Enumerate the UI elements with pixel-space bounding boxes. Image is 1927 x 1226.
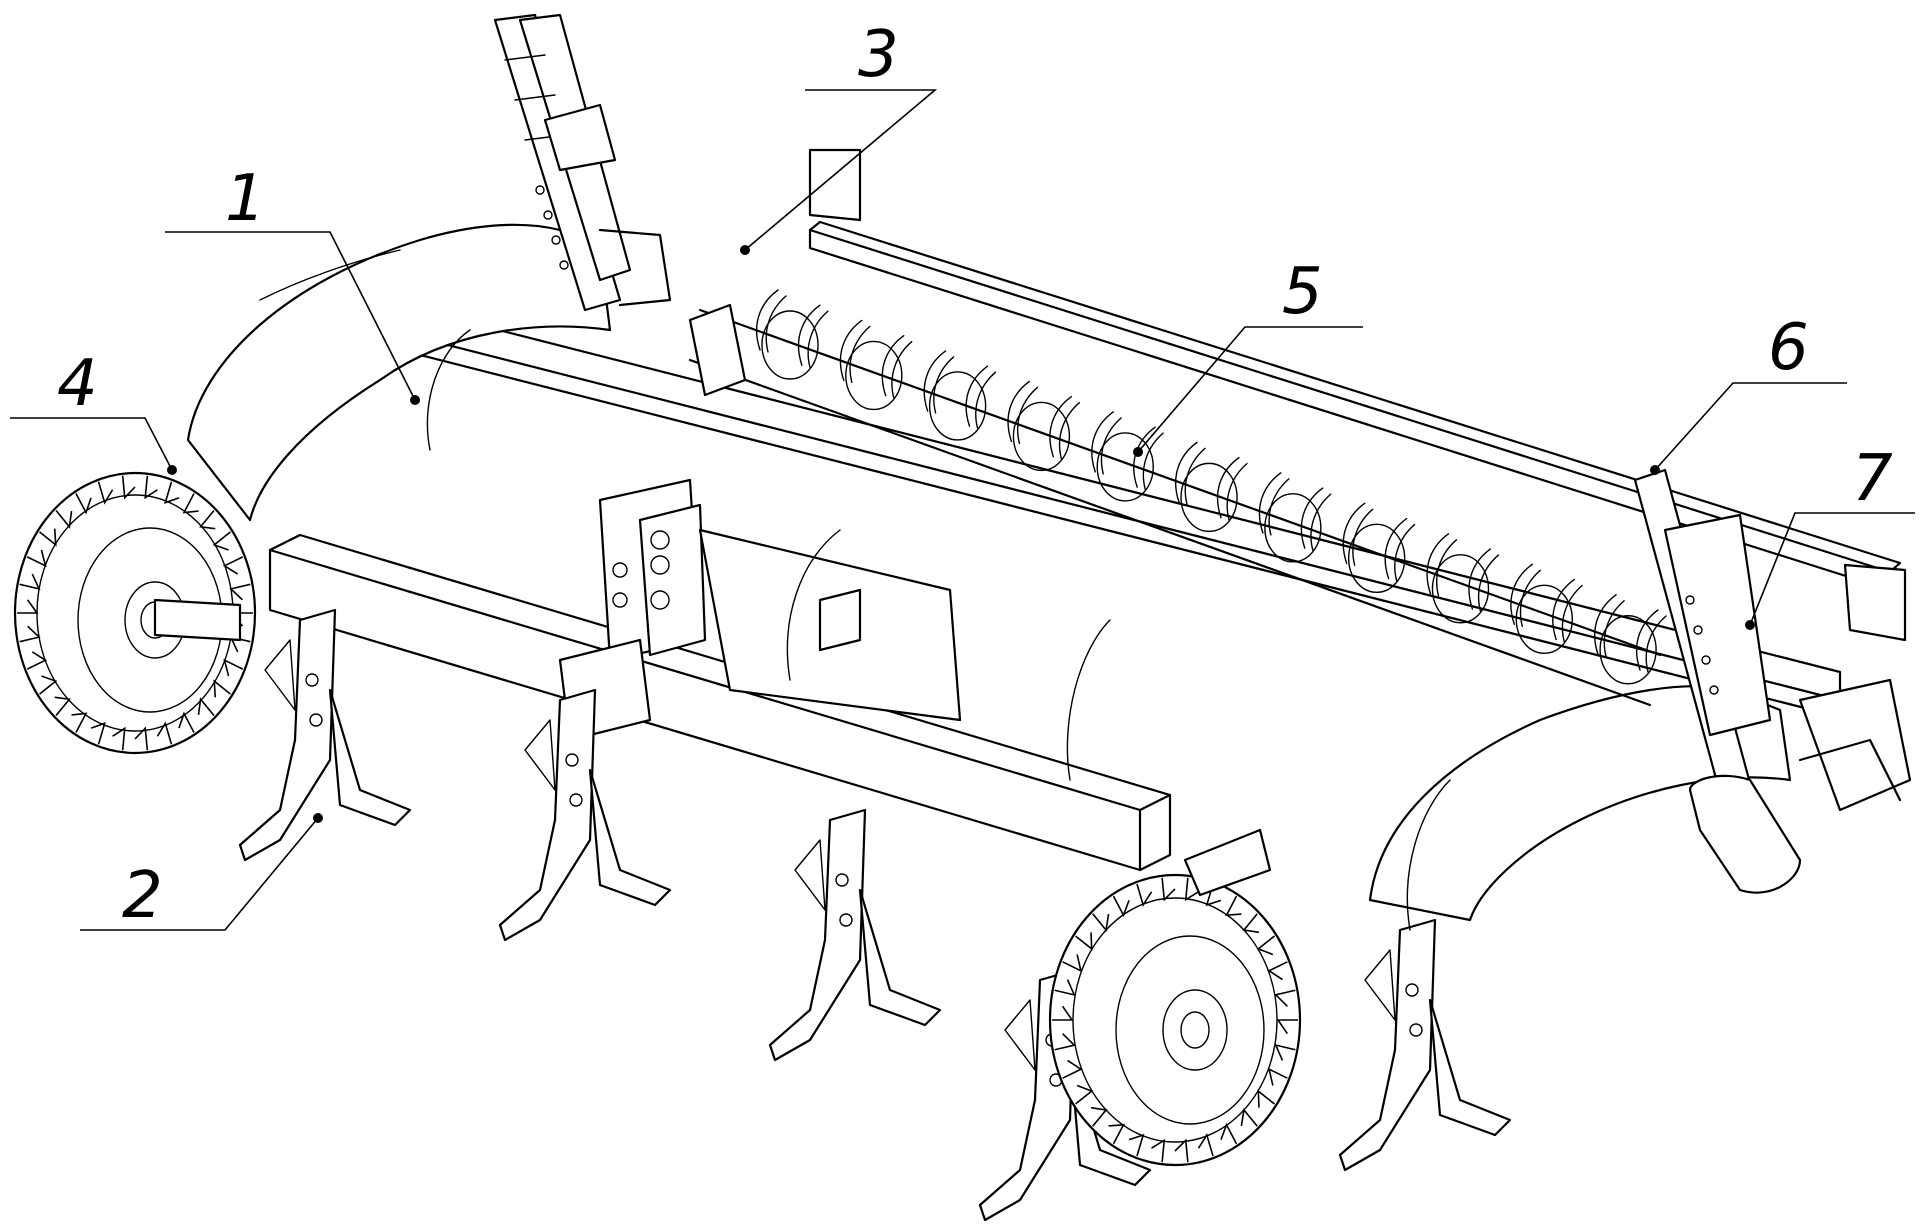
callout-3: 3 (858, 18, 899, 92)
depth-adjuster-left (493, 13, 672, 312)
right-wheel (1048, 828, 1302, 1167)
callout-leaders (10, 89, 1915, 931)
callout-7: 7 (1852, 442, 1893, 516)
callout-4: 4 (57, 347, 98, 421)
callout-numbers: 1 2 3 4 5 6 7 (57, 18, 1893, 933)
left-wheel (13, 471, 257, 755)
roller-assembly (688, 148, 1907, 707)
callout-1: 1 (225, 162, 266, 236)
frame-arches (426, 329, 1451, 931)
callout-2: 2 (122, 859, 163, 933)
main-frame (186, 220, 1902, 922)
callout-6: 6 (1768, 311, 1809, 385)
depth-adjuster-right (1633, 468, 1912, 894)
hitch-assembly (558, 478, 962, 742)
callout-5: 5 (1282, 255, 1323, 329)
